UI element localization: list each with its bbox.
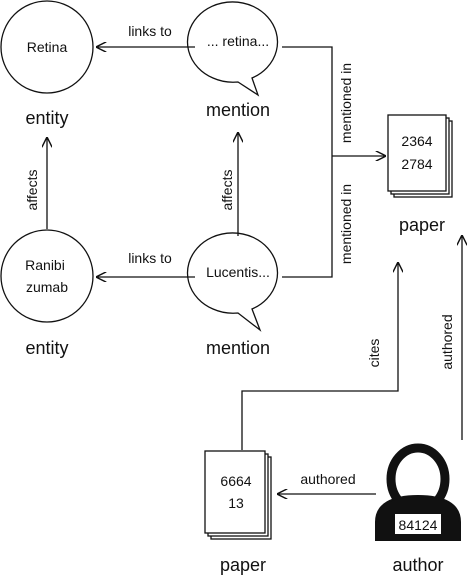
edge-mentioned-in-bottom-label: mentioned in	[338, 184, 354, 264]
entity-ranibizumab-type: entity	[25, 338, 68, 358]
paper-bottom-type: paper	[220, 555, 266, 575]
mention-lucentis-label: Lucentis...	[206, 264, 270, 280]
mention-lucentis-bubble	[186, 232, 279, 332]
paper-bottom-label-line1: 6664	[220, 473, 251, 489]
entity-retina-label: Retina	[27, 39, 68, 55]
author-id-label: 84124	[399, 517, 438, 533]
paper-top-sheet-1	[387, 114, 447, 192]
author-type: author	[392, 555, 443, 575]
entity-retina-circle	[0, 0, 94, 94]
paper-top-node: 2364 2784	[387, 114, 453, 198]
edge-links-to-top-label: links to	[128, 23, 172, 39]
mention-lucentis-type: mention	[206, 338, 270, 358]
edge-cites	[241, 263, 398, 450]
paper-top-type: paper	[399, 215, 445, 235]
mention-retina-node: ... retina...	[186, 1, 279, 97]
edge-affects-left-label: affects	[24, 170, 40, 211]
paper-bottom-label-line2: 13	[228, 495, 244, 511]
entity-ranibizumab-circle	[0, 229, 94, 323]
entity-retina-type: entity	[25, 108, 68, 128]
paper-top-label-line1: 2364	[401, 133, 432, 149]
mention-retina-label: ... retina...	[207, 33, 269, 49]
edge-mentioned-in-bottom	[282, 156, 333, 278]
edge-authored-vertical-label: authored	[439, 314, 455, 369]
mention-lucentis-node: Lucentis...	[186, 232, 279, 332]
mention-retina-type: mention	[206, 100, 270, 120]
paper-bottom-sheet-1	[204, 450, 266, 534]
entity-ranibizumab-label-line1: Ranibi	[25, 257, 65, 273]
edge-affects-mid-label: affects	[219, 170, 235, 211]
author-icon: 84124	[375, 443, 461, 541]
entity-ranibizumab-node: Ranibi zumab	[0, 229, 94, 323]
paper-bottom-node: 6664 13	[204, 450, 272, 540]
edge-links-to-bottom-label: links to	[128, 250, 172, 266]
entity-ranibizumab-label-line2: zumab	[26, 279, 68, 295]
edge-authored-horizontal-label: authored	[300, 471, 355, 487]
edge-mentioned-in-top-label: mentioned in	[338, 63, 354, 143]
edge-cites-label: cites	[366, 339, 382, 368]
edge-mentioned-in-top	[282, 46, 333, 156]
paper-top-label-line2: 2784	[401, 156, 432, 172]
entity-retina-node: Retina	[0, 0, 94, 94]
